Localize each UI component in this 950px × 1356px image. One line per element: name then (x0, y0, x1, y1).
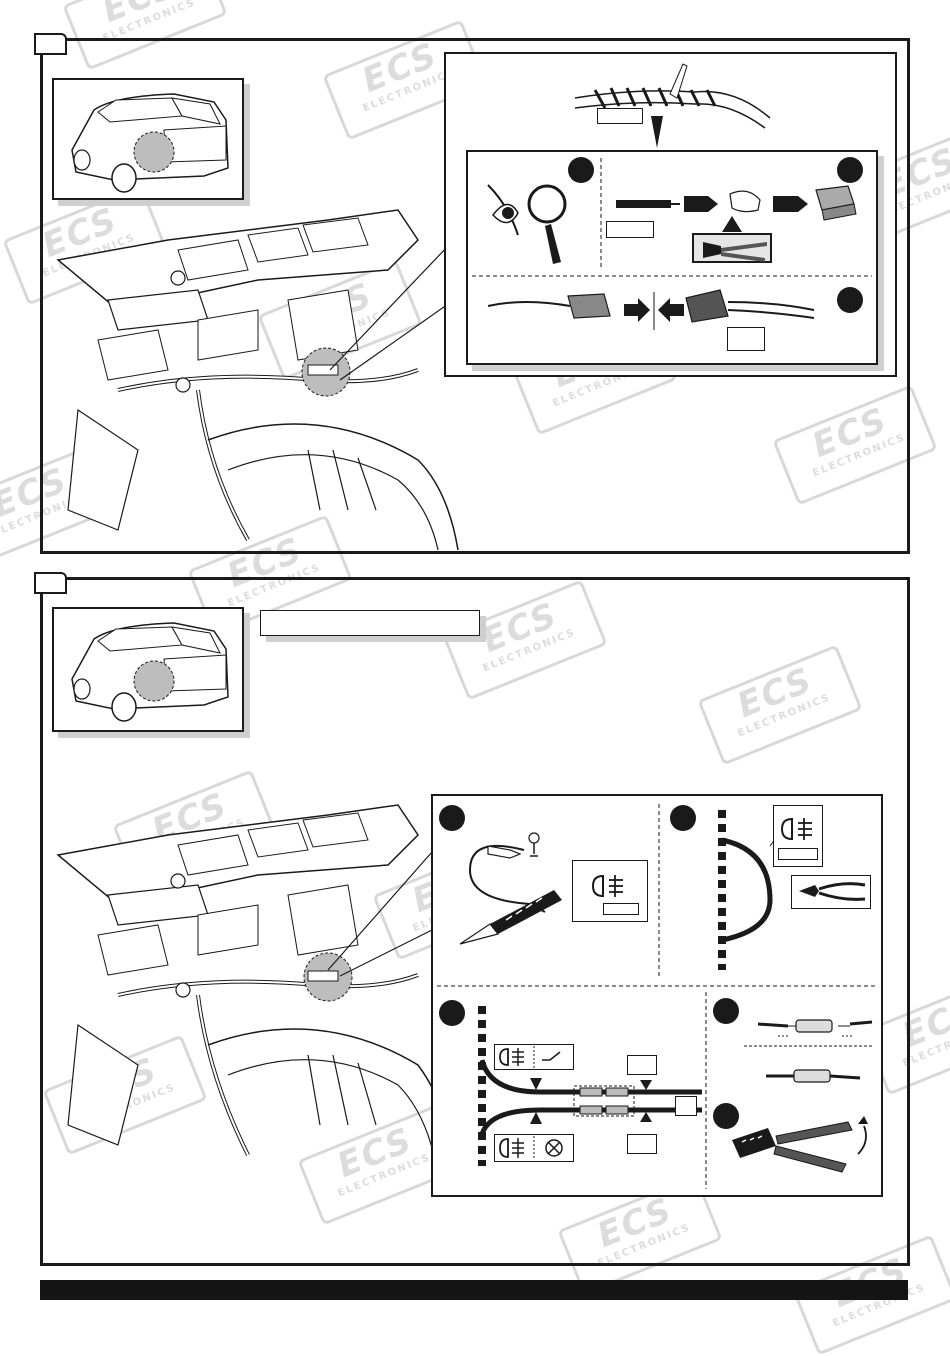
step-1-number-tag (34, 33, 67, 55)
harness-tape-illustration (574, 63, 771, 148)
fog-lamp-detail-dividers (437, 804, 877, 1189)
crimp-pliers-icon (703, 242, 767, 262)
fog-lamp-bulb-card (494, 1134, 574, 1162)
label-box (603, 903, 639, 915)
step-2-panel (40, 577, 910, 1266)
step-1c-marker (837, 287, 863, 313)
label-box (627, 1055, 657, 1075)
step-2c-marker (439, 1000, 465, 1026)
fog-lamp-indicator-card (572, 860, 648, 922)
connector-steps-box (466, 150, 878, 365)
crimping-tool-icon (732, 1116, 868, 1173)
crimp-pliers-inset (692, 233, 772, 263)
step-2d-marker (713, 998, 739, 1024)
rear-bumper-wiring-drawing (56, 804, 459, 1176)
fog-lamp-switch-icon (499, 1046, 561, 1068)
fog-lamp-bulb-icon (499, 1136, 563, 1160)
step-1b-marker (837, 157, 863, 183)
page-footer-bar (40, 1280, 908, 1300)
step-1-panel (40, 38, 910, 554)
terminal-assembly-illustration (616, 185, 857, 221)
label-box (727, 327, 765, 351)
eye-icon (487, 184, 519, 236)
label-box (627, 1134, 657, 1154)
car-location-thumbnail (52, 607, 244, 732)
step-2b-marker (670, 805, 696, 831)
rear-bumper-wiring-drawing (56, 209, 459, 551)
connector-mating-illustration (487, 289, 815, 330)
label-box (606, 221, 654, 238)
label-box (597, 108, 643, 124)
car-rear-view-illustration (71, 93, 229, 193)
splice-wiring-diagram (478, 1006, 702, 1166)
step-2-title-box (260, 610, 480, 636)
fog-lamp-icon (780, 817, 812, 841)
up-arrow-icon (722, 216, 742, 232)
wire-cutter-icon (799, 882, 866, 901)
step-1a-marker (568, 157, 594, 183)
wire-cutter-card (791, 875, 871, 909)
step-2-number-tag (34, 572, 67, 594)
label-box (778, 848, 818, 860)
step-2a-marker (439, 805, 465, 831)
car-location-thumbnail (52, 78, 244, 200)
test-lamp-icon (459, 832, 562, 945)
detail-callout-lines (327, 851, 433, 977)
connector-steps-dividers (472, 158, 872, 277)
fog-lamp-indicator-card (773, 805, 823, 867)
label-box (675, 1096, 697, 1116)
fog-lamp-icon (591, 874, 623, 898)
step-2e-marker (713, 1103, 739, 1129)
magnifier-icon (527, 184, 567, 264)
car-rear-view-illustration (71, 622, 229, 722)
butt-connector-illustration (744, 1019, 874, 1083)
watermark-brand: ECS (66, 0, 214, 43)
fog-lamp-switch-card (494, 1044, 574, 1070)
